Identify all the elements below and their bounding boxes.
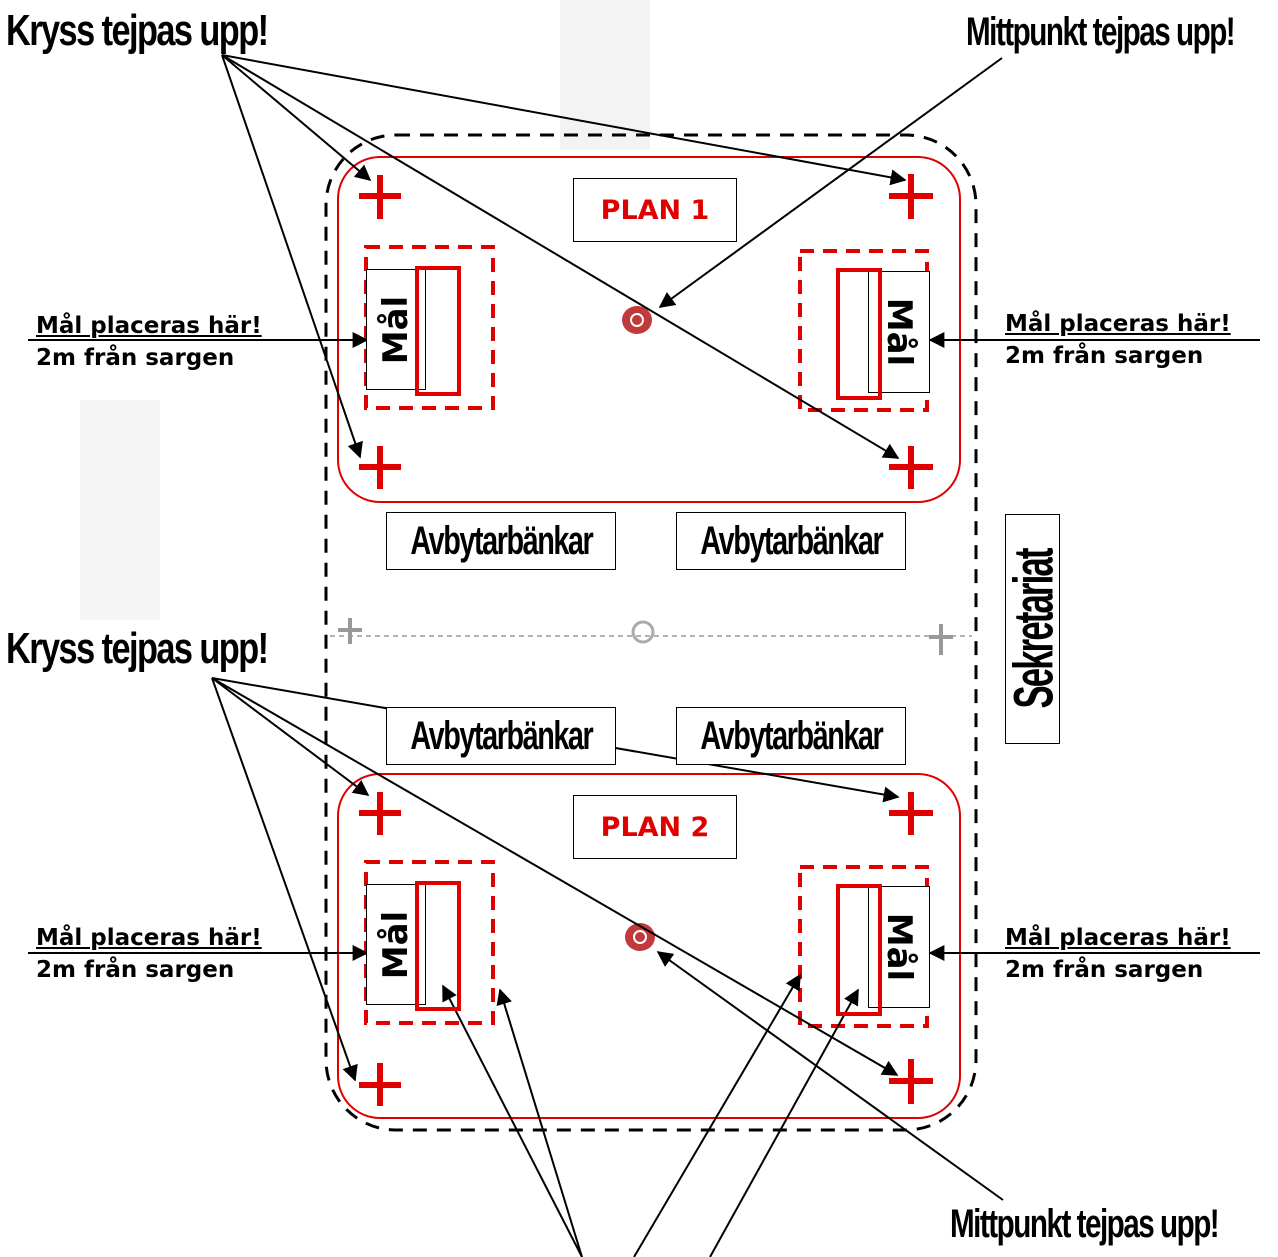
goal-label: Mål	[879, 297, 919, 367]
tape-cross-icon	[889, 1059, 933, 1104]
background-smudge	[560, 0, 650, 150]
bottom-pointer-arrows	[442, 973, 859, 1257]
goal-note-line1: Mål placeras här!	[1005, 311, 1231, 337]
court-2-outline	[337, 773, 961, 1119]
background-smudge	[80, 400, 160, 620]
center-tape-label-top: Mittpunkt tejpas upp!	[966, 10, 1236, 54]
court-2-center-spot-ring	[633, 930, 647, 944]
divider-cross-icon	[338, 618, 362, 644]
goal-note-line1: Mål placeras här!	[1005, 925, 1231, 951]
goal-label: Mål	[376, 910, 416, 979]
goal-placement-note: Mål placeras här! 2m från sargen	[36, 310, 262, 374]
bench-text: Avbytarbänkar	[410, 518, 593, 563]
tape-cross-icon	[359, 175, 401, 219]
goal-note-line1: Mål placeras här!	[36, 925, 262, 951]
bench-text: Avbytarbänkar	[700, 713, 883, 758]
tape-cross-icon	[889, 446, 933, 489]
goal-frame	[415, 266, 461, 396]
center-pointer-arrow-bottom	[656, 951, 1004, 1201]
goal-note-line1: Mål placeras här!	[36, 313, 262, 339]
cross-tape-label-top: Kryss tejpas upp!	[6, 6, 269, 55]
goal-frame	[415, 881, 461, 1011]
bench-label: Avbytarbänkar	[676, 707, 906, 765]
goal-label: Mål	[879, 912, 919, 982]
bench-label: Avbytarbänkar	[676, 512, 906, 570]
center-pointer-arrow-top	[658, 57, 1003, 308]
secretariat-text: Sekretariat	[1005, 549, 1060, 709]
goal-label: Mål	[376, 295, 416, 364]
goal-frame	[836, 268, 882, 400]
secretariat-label: Sekretariat	[1005, 514, 1060, 744]
divider-cross-icon	[929, 624, 953, 655]
goal-placement-note: Mål placeras här! 2m från sargen	[1005, 308, 1231, 372]
court-1-center-spot	[622, 306, 652, 334]
tape-cross-icon	[359, 1063, 401, 1106]
bench-label: Avbytarbänkar	[386, 707, 616, 765]
goal-frame	[836, 884, 882, 1016]
goal-placement-note: Mål placeras här! 2m från sargen	[36, 922, 262, 986]
bench-text: Avbytarbänkar	[700, 518, 883, 563]
tape-cross-icon	[889, 792, 933, 835]
bench-text: Avbytarbänkar	[410, 713, 593, 758]
court-1-label: PLAN 1	[573, 178, 737, 242]
divider-center-icon	[631, 620, 655, 644]
tape-cross-icon	[359, 446, 401, 489]
court-2-label: PLAN 2	[573, 795, 737, 859]
court-1-label-text: PLAN 1	[600, 194, 710, 226]
court-1-goal-area-right	[798, 249, 929, 412]
court-2-label-text: PLAN 2	[600, 811, 710, 843]
tape-cross-icon	[889, 174, 933, 219]
goal-note-line2: 2m från sargen	[1005, 343, 1204, 369]
cross-tape-label-mid: Kryss tejpas upp!	[6, 624, 269, 673]
cross-pointer-arrows-top	[221, 54, 907, 459]
goal-note-line2: 2m från sargen	[1005, 957, 1204, 983]
center-tape-label-bottom: Mittpunkt tejpas upp!	[950, 1202, 1220, 1246]
court-1-center-spot-ring	[630, 313, 644, 327]
bench-label: Avbytarbänkar	[386, 512, 616, 570]
court-1-outline	[337, 156, 961, 503]
tape-cross-icon	[359, 792, 401, 835]
goal-note-line2: 2m från sargen	[36, 957, 235, 983]
goal-placement-note: Mål placeras här! 2m från sargen	[1005, 922, 1231, 986]
goal-note-line2: 2m från sargen	[36, 345, 235, 371]
court-2-goal-area-right	[798, 865, 929, 1028]
